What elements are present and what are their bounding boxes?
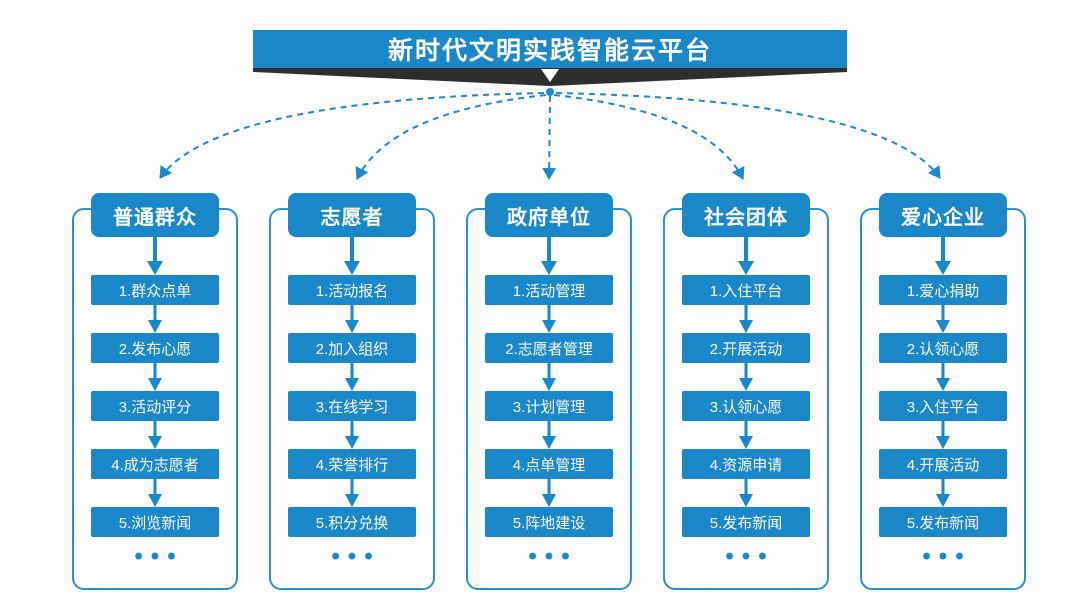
banner-down-arrow-icon [541, 69, 559, 82]
down-arrow-icon [148, 479, 162, 507]
step-box: 3.在线学习 [288, 391, 416, 421]
down-arrow-icon [345, 305, 359, 333]
step-box: 2.加入组织 [288, 333, 416, 363]
step-box: 5.发布新闻 [682, 507, 810, 537]
down-arrow-icon [345, 479, 359, 507]
column-header: 志愿者 [288, 193, 416, 237]
role-column-public: 普通群众 1.群众点单 2.发布心愿 3.活动评分 4.成为志愿者 5.浏览新闻… [72, 193, 238, 590]
down-arrow-icon [541, 237, 557, 275]
step-box: 2.志愿者管理 [485, 333, 613, 363]
ellipsis-dots: ••• [725, 543, 775, 570]
dashed-arrow-to-column-1 [159, 92, 545, 179]
platform-title-banner: 新时代文明实践智能云平台 [253, 30, 847, 68]
down-arrow-icon [936, 421, 950, 449]
down-arrow-icon [936, 305, 950, 333]
role-column-volunteer: 志愿者 1.活动报名 2.加入组织 3.在线学习 4.荣誉排行 5.积分兑换 •… [269, 193, 435, 590]
step-box: 5.浏览新闻 [91, 507, 219, 537]
step-box: 1.活动报名 [288, 275, 416, 305]
down-arrow-icon [739, 363, 753, 391]
dashed-arrow-to-column-2 [355, 94, 547, 180]
step-box: 1.入住平台 [682, 275, 810, 305]
down-arrow-icon [148, 421, 162, 449]
step-box: 4.荣誉排行 [288, 449, 416, 479]
down-arrow-icon [148, 305, 162, 333]
step-box: 1.活动管理 [485, 275, 613, 305]
step-box: 2.认领心愿 [879, 333, 1007, 363]
down-arrow-icon [739, 421, 753, 449]
step-box: 5.阵地建设 [485, 507, 613, 537]
step-box: 2.发布心愿 [91, 333, 219, 363]
role-column-social-group: 社会团体 1.入住平台 2.开展活动 3.认领心愿 4.资源申请 5.发布新闻 … [663, 193, 829, 590]
dashed-arrow-to-column-5 [555, 92, 941, 179]
ellipsis-dots: ••• [922, 543, 972, 570]
down-arrow-icon [739, 479, 753, 507]
role-column-government: 政府单位 1.活动管理 2.志愿者管理 3.计划管理 4.点单管理 5.阵地建设… [466, 193, 632, 590]
step-box: 3.活动评分 [91, 391, 219, 421]
down-arrow-icon [344, 237, 360, 275]
hub-dot [546, 88, 554, 96]
step-box: 3.认领心愿 [682, 391, 810, 421]
down-arrow-icon [147, 237, 163, 275]
banner-ribbon-shape [253, 67, 847, 86]
dashed-arrow-to-column-4 [553, 94, 745, 180]
role-columns: 普通群众 1.群众点单 2.发布心愿 3.活动评分 4.成为志愿者 5.浏览新闻… [72, 193, 1026, 590]
step-box: 1.爱心捐助 [879, 275, 1007, 305]
down-arrow-icon [542, 363, 556, 391]
down-arrow-icon [148, 363, 162, 391]
down-arrow-icon [935, 237, 951, 275]
column-header: 爱心企业 [879, 193, 1007, 237]
down-arrow-icon [738, 237, 754, 275]
down-arrow-icon [345, 421, 359, 449]
step-box: 4.资源申请 [682, 449, 810, 479]
column-header: 政府单位 [485, 193, 613, 237]
down-arrow-icon [345, 363, 359, 391]
down-arrow-icon [739, 305, 753, 333]
dashed-arrow-to-column-3 [542, 95, 557, 180]
step-box: 2.开展活动 [682, 333, 810, 363]
ellipsis-dots: ••• [528, 543, 578, 570]
down-arrow-icon [542, 479, 556, 507]
step-box: 4.成为志愿者 [91, 449, 219, 479]
step-box: 3.入住平台 [879, 391, 1007, 421]
ellipsis-dots: ••• [134, 543, 184, 570]
down-arrow-icon [542, 421, 556, 449]
step-box: 1.群众点单 [91, 275, 219, 305]
step-box: 3.计划管理 [485, 391, 613, 421]
down-arrow-icon [936, 479, 950, 507]
column-header: 普通群众 [91, 193, 219, 237]
step-box: 5.积分兑换 [288, 507, 416, 537]
platform-title: 新时代文明实践智能云平台 [387, 37, 712, 65]
down-arrow-icon [542, 305, 556, 333]
ellipsis-dots: ••• [331, 543, 381, 570]
step-box: 4.点单管理 [485, 449, 613, 479]
step-box: 4.开展活动 [879, 449, 1007, 479]
role-column-enterprise: 爱心企业 1.爱心捐助 2.认领心愿 3.入住平台 4.开展活动 5.发布新闻 … [860, 193, 1026, 590]
down-arrow-icon [936, 363, 950, 391]
column-header: 社会团体 [682, 193, 810, 237]
step-box: 5.发布新闻 [879, 507, 1007, 537]
